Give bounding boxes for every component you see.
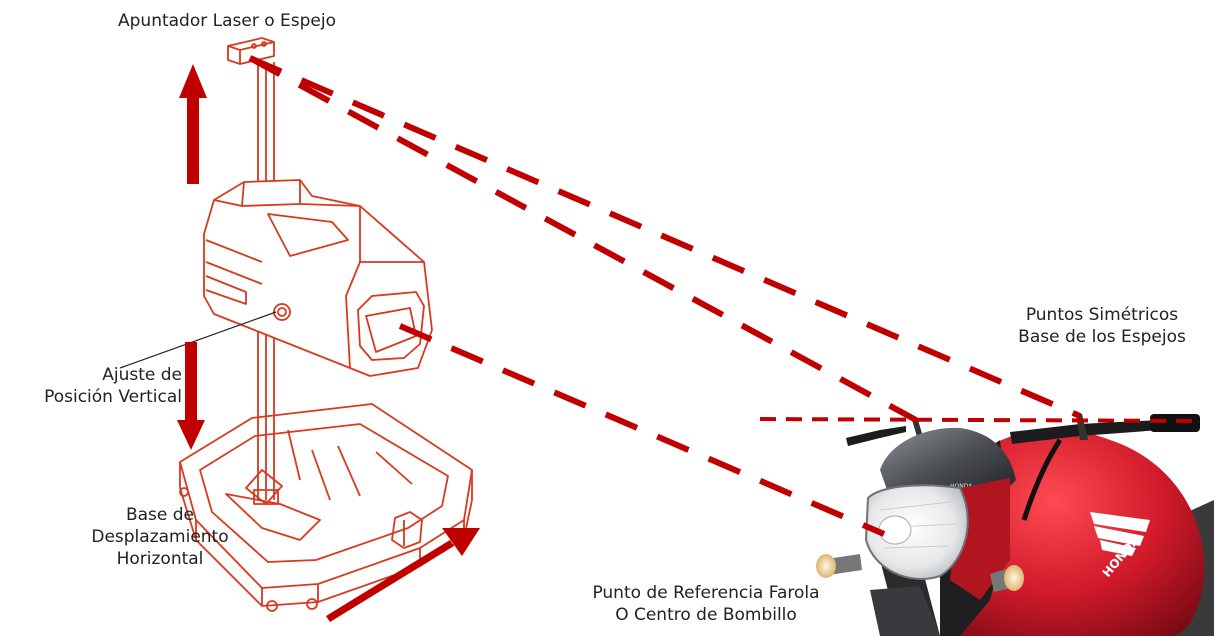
mirror-baseline [759, 417, 1197, 423]
base-label-line2: Desplazamiento [91, 527, 229, 547]
up-arrow-icon [179, 64, 207, 184]
base-label-line3: Horizontal [116, 549, 204, 569]
vertical-adjust-label: Ajuste de Posición Vertical [2, 364, 182, 408]
aim-line-headlight [398, 323, 886, 537]
headlight-cowl [880, 427, 1016, 500]
down-arrow-icon [177, 342, 205, 450]
mirror-points-label: Puntos Simétricos Base de los Espejos [994, 304, 1210, 348]
handlebar-right [1010, 418, 1196, 444]
headlight-aimer-device [179, 37, 473, 612]
left-turn-signal [816, 554, 862, 578]
mirror-points-label-line2: Base de los Espejos [1018, 327, 1186, 347]
headlight-reference-label-line2: O Centro de Bombillo [615, 605, 797, 625]
vertical-adjust-label-line2: Posición Vertical [44, 387, 182, 407]
vertical-adjust-label-line1: Ajuste de [102, 365, 182, 385]
laser-pointer [227, 37, 275, 65]
laser-pointer-label: Apuntador Laser o Espejo [118, 11, 337, 31]
diagonal-arrow-icon [326, 528, 480, 622]
cowl-brand-text: HONDA [950, 483, 973, 490]
motorcycle-photo: HONDA HONDA [816, 414, 1214, 636]
aimer-base [179, 403, 473, 612]
aim-line-left-mirror [248, 55, 918, 423]
base-label-line1: Base de [125, 505, 195, 525]
headlight-reference-label: Punto de Referencia Farola O Centro de B… [556, 582, 856, 626]
headlight-reference-label-line1: Punto de Referencia Farola [592, 583, 820, 603]
aim-lines [248, 55, 1197, 537]
handlebar-left [846, 426, 906, 446]
aim-line-right-mirror [248, 55, 1082, 419]
right-turn-signal [990, 565, 1024, 592]
vertical-adjust-callout-line [119, 311, 277, 369]
optical-box [203, 179, 433, 377]
mirror-points-label-line1: Puntos Simétricos [1025, 305, 1179, 325]
base-label: Base de Desplazamiento Horizontal [60, 504, 260, 570]
